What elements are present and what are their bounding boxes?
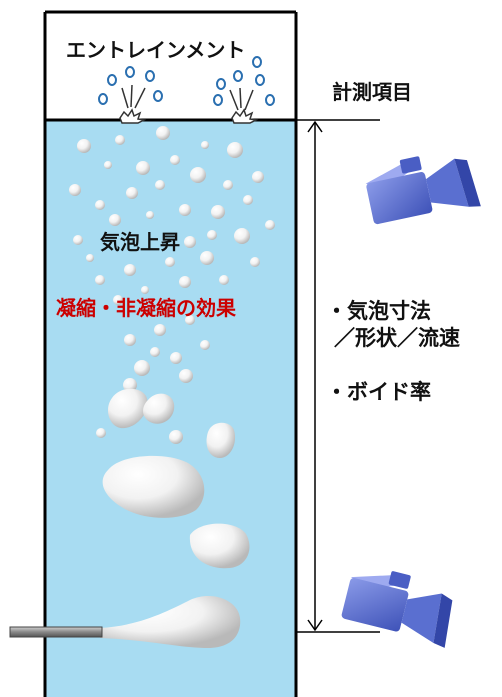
camera-icon xyxy=(341,571,453,648)
bubble-size-label-line1: ・気泡寸法 xyxy=(326,299,431,323)
entrainment-label: エントレインメント xyxy=(66,38,246,62)
entrainment-splash-lines xyxy=(121,84,254,111)
effect-label: 凝縮・非凝縮の効果 xyxy=(56,296,236,320)
entrainment-droplets xyxy=(98,56,275,106)
small-bubbles xyxy=(69,126,275,444)
bubble-rise-label: 気泡上昇 xyxy=(100,230,180,254)
injection-nozzle xyxy=(9,626,103,638)
burst-marks xyxy=(119,108,259,124)
measurement-range xyxy=(296,119,380,633)
measurement-items-label: 計測項目 xyxy=(332,80,412,104)
bubble-size-label-line2: ／形状／流速 xyxy=(334,326,460,350)
large-bubbles xyxy=(100,388,250,648)
camera-icon xyxy=(365,156,481,225)
void-fraction-label: ・ボイド率 xyxy=(326,380,431,404)
